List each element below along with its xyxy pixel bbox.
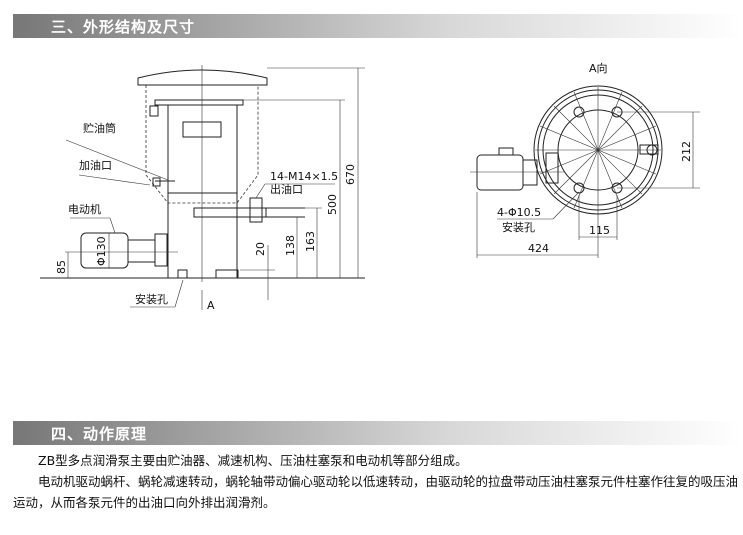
dim-424: 424	[528, 242, 549, 255]
dim-115: 115	[589, 224, 610, 237]
dim-85: 85	[55, 260, 68, 274]
section-title: 四、动作原理	[51, 425, 148, 443]
label-holes: 4-Φ10.5	[497, 206, 541, 219]
dim-670: 670	[344, 164, 357, 185]
principle-paragraph-2: 电动机驱动蜗杆、蜗轮减速转动，蜗轮轴带动偏心驱动轮以低速转动，由驱动轮的拉盘带动…	[13, 474, 739, 510]
section-title: 三、外形结构及尺寸	[51, 18, 196, 36]
a-view-title: A向	[589, 61, 608, 75]
dimension-lines	[65, 67, 365, 310]
label-outlet-thread: 14-M14×1.5	[270, 170, 338, 183]
a-view-drawing: A向 4-Φ10.5 安装孔 212 115 424	[470, 61, 700, 258]
dim-500: 500	[326, 194, 339, 215]
dim-163: 163	[304, 231, 317, 252]
dim-motor-dia: Φ130	[95, 236, 108, 266]
label-view-a: A	[207, 299, 215, 312]
label-fill-port: 加油口	[79, 158, 112, 172]
label-reservoir: 贮油筒	[83, 121, 116, 135]
side-view-drawing: 贮油筒 加油口 电动机 14-M14×1.5 出油口 安装孔 A 670 500…	[40, 65, 365, 312]
dim-138: 138	[284, 235, 297, 256]
dim-20: 20	[254, 242, 267, 256]
label-outlet: 出油口	[270, 182, 303, 196]
section-header-structure: 三、外形结构及尺寸	[13, 14, 743, 38]
technical-drawing: 贮油筒 加油口 电动机 14-M14×1.5 出油口 安装孔 A 670 500…	[40, 61, 700, 312]
dim-212: 212	[680, 141, 693, 162]
label-mount-hole: 安装孔	[135, 292, 168, 306]
label-motor: 电动机	[68, 202, 101, 216]
principle-paragraph-1: ZB型多点润滑泵主要由贮油器、减速机构、压油柱塞泵和电动机等部分组成。	[38, 453, 468, 468]
label-a-mount-hole: 安装孔	[502, 220, 535, 234]
section-header-principle: 四、动作原理	[13, 421, 743, 445]
